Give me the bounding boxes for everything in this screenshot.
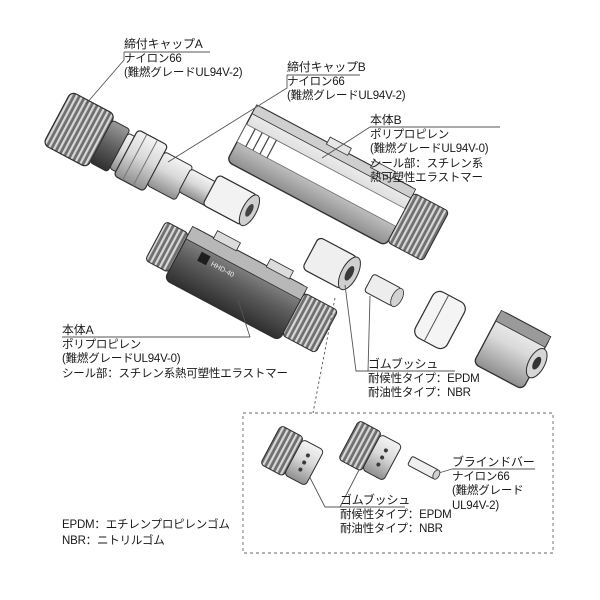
small-tube [364, 274, 404, 308]
cap-b-line-0: 締付キャップB [287, 60, 366, 74]
body-a-line-2: (難燃グレードUL94V-0) [62, 353, 181, 365]
material-legend: EPDM：エチレンプロピレンゴム NBR：ニトリルゴム [62, 517, 230, 549]
label-rubber-bushing: ゴムブッシュ耐候性タイプ：EPDM 耐油性タイプ：NBR [368, 357, 480, 401]
body-a-line-3: シール部：スチレン系熱可塑性エラストマー [62, 367, 288, 380]
blind-bar-pin [407, 456, 441, 480]
body-b [228, 104, 449, 261]
cap-a-line-0: 締付キャップA [124, 37, 203, 51]
body-b-line-0: 本体B [370, 113, 402, 127]
body-b-line-2: (難燃グレードUL94V-0) [370, 143, 489, 155]
bushing-main-line-2: 耐油性タイプ：NBR [368, 387, 471, 399]
rubber-bushing-center [303, 237, 361, 291]
cap-b-line-1: ナイロン66 [287, 75, 345, 88]
bushing-main-line-1: 耐候性タイプ：EPDM [368, 372, 480, 385]
cap-a-line-2: (難燃グレードUL94V-2) [124, 67, 243, 79]
bushing-inset-line-0: ゴムブッシュ [340, 493, 411, 507]
body-b-line-3: シール部：スチレン系 [370, 157, 483, 170]
blind-bar-line-3: UL94V-2) [452, 499, 499, 512]
leader-lines [62, 51, 535, 508]
label-blind-bar: ブラインドバーナイロン66 (難燃グレード UL94V-2) [452, 455, 535, 513]
inset-bushing-2 [339, 421, 402, 480]
split-seal-right [414, 290, 466, 350]
bushing-main-line-0: ゴムブッシュ [368, 357, 439, 371]
blind-bar-line-2: (難燃グレード [452, 485, 524, 497]
blind-bar-line-1: ナイロン66 [452, 470, 510, 483]
bushing-inset-line-2: 耐油性タイプ：NBR [340, 523, 443, 535]
body-a: HHD-40 [146, 222, 338, 353]
legend-line-1: NBR：ニトリルゴム [62, 535, 165, 547]
label-rubber-bushing-inset: ゴムブッシュ耐候性タイプ：EPDM 耐油性タイプ：NBR [340, 493, 452, 537]
legend-line-0: EPDM：エチレンプロピレンゴム [62, 519, 230, 531]
body-b-line-1: ポリプロピレン [370, 128, 450, 141]
inset-bushing-1 [261, 426, 324, 485]
body-b-line-4: 熱可塑性エラストマー [370, 172, 483, 184]
tightening-cap-right [474, 309, 552, 389]
cap-b-line-2: (難燃グレードUL94V-2) [287, 90, 406, 102]
body-a-line-1: ポリプロピレン [62, 338, 142, 351]
body-a-line-0: 本体A [62, 323, 94, 337]
blind-bar-line-0: ブラインドバー [452, 455, 535, 469]
rubber-bushing-upper [203, 175, 261, 227]
cap-a-line-1: ナイロン66 [124, 52, 182, 65]
detail-inset-frame [242, 412, 554, 554]
bushing-inset-line-1: 耐候性タイプ：EPDM [340, 508, 452, 521]
